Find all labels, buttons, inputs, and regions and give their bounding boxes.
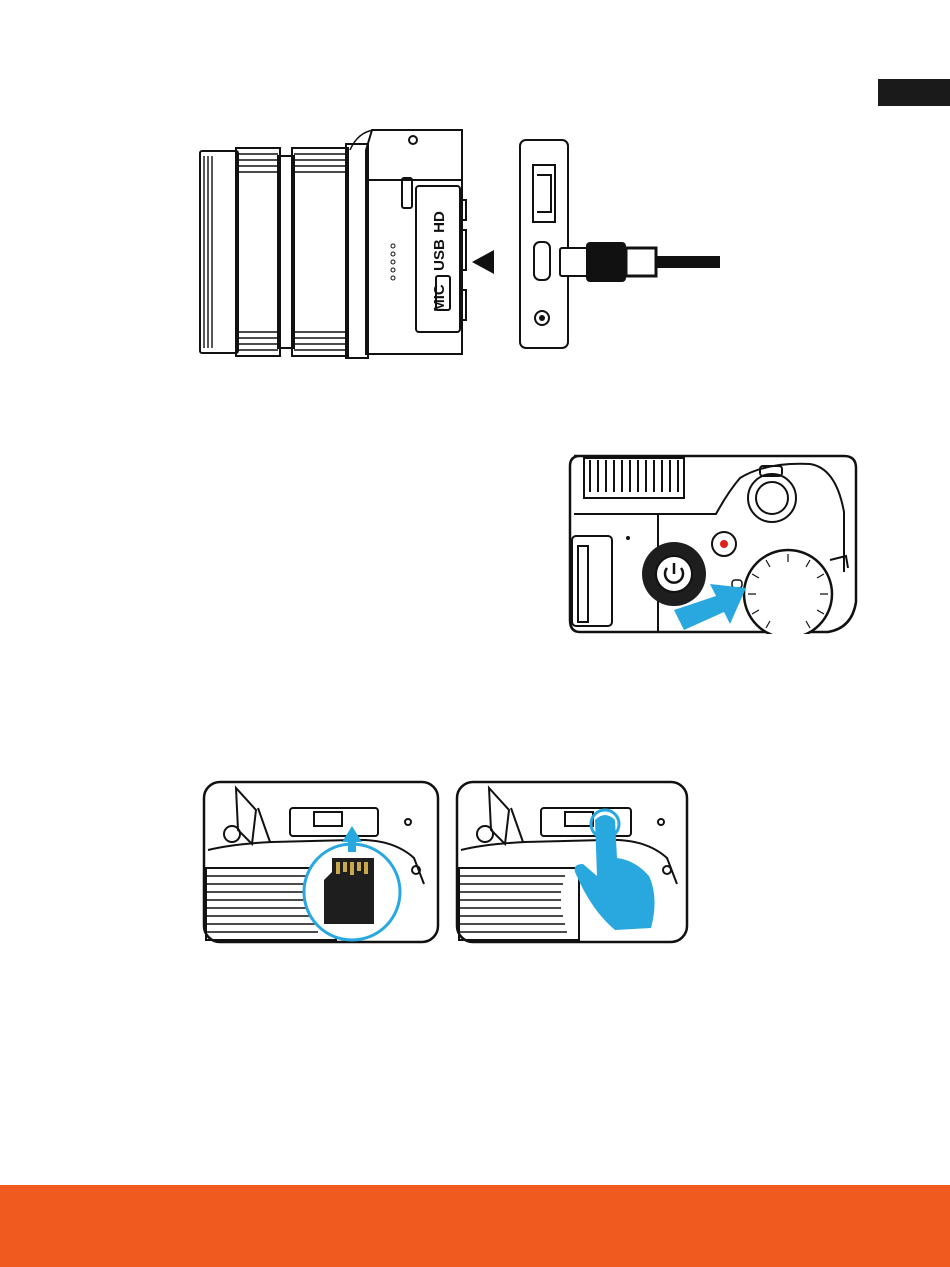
- arrow-left-icon: [472, 250, 494, 274]
- lens-ring-1: [236, 148, 280, 356]
- footer-band: [0, 1185, 950, 1267]
- lens-front-ring: [200, 151, 238, 353]
- tripod-screw: [224, 826, 240, 842]
- zoom-dial: [744, 550, 832, 634]
- usb-cable: [560, 242, 720, 282]
- strap-screw: [409, 136, 417, 144]
- lens-ridge-texture: [204, 154, 346, 350]
- usb-c-port: [534, 242, 550, 280]
- tripod-screw: [477, 826, 493, 842]
- port-label-hd: HD: [431, 211, 448, 233]
- strap-lug: [402, 178, 412, 208]
- lens-base: [346, 144, 368, 358]
- figure-power-button: [566, 452, 858, 634]
- lens-ridge-texture: [459, 876, 567, 932]
- section-tab-marker: [878, 79, 950, 106]
- port-label-usb: USB: [431, 239, 448, 271]
- figure-usb-connection: HD USB MIC: [190, 120, 750, 360]
- port-label-mic: MIC: [431, 284, 448, 312]
- figure-sd-insert: [202, 780, 440, 944]
- lens-ring-2: [292, 148, 348, 356]
- hdmi-port: [533, 165, 555, 222]
- speaker-holes: [391, 244, 395, 280]
- figure-sd-push: [455, 780, 689, 944]
